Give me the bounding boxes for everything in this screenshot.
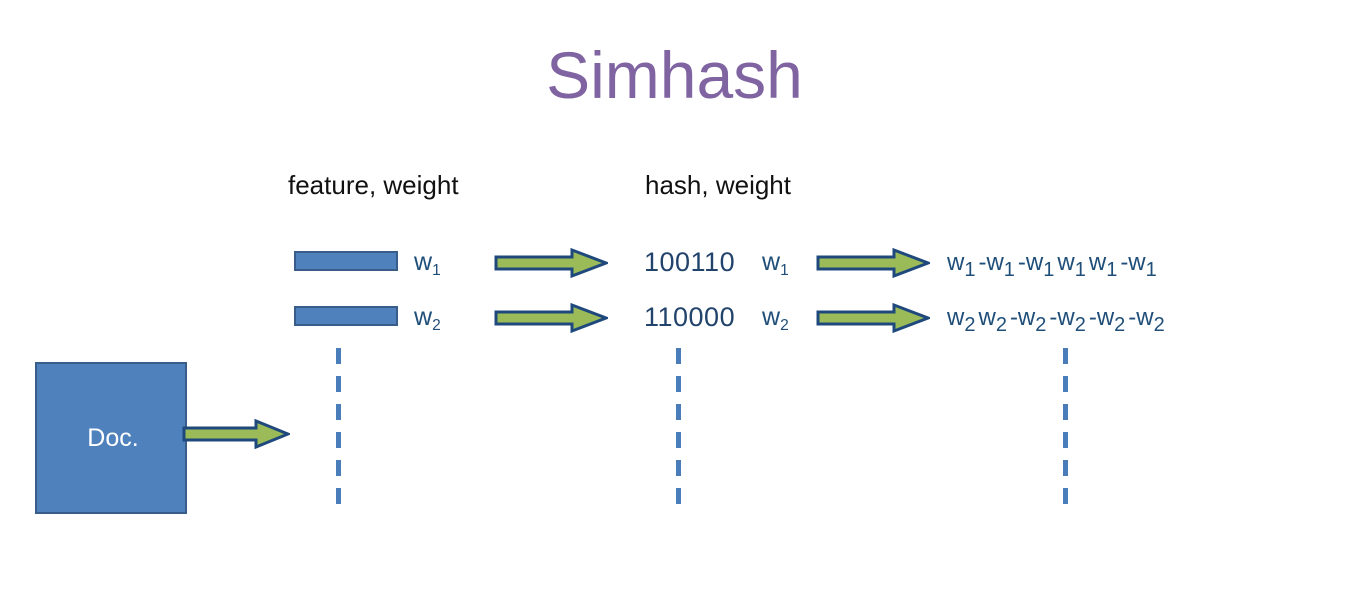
dashed-connector-signed [1063, 348, 1068, 516]
column-header-feature-weight: feature, weight [288, 170, 459, 200]
arrow-icon-doc-to-features [182, 418, 290, 450]
doc-box: Doc. [35, 362, 187, 514]
feature-weight-symbol-2: w [414, 303, 433, 331]
signed-term-subscript-1-4: 1 [1074, 258, 1086, 281]
hash-weight-symbol-2: w [762, 303, 781, 331]
dashed-connector-features [336, 348, 341, 516]
signed-term-subscript-1-3: 1 [1043, 258, 1055, 281]
hash-value-1: 100110 [644, 247, 736, 277]
signed-term-subscript-2-4: 2 [1074, 313, 1086, 336]
signed-term-1-1: w1 [947, 249, 976, 281]
signed-term-subscript-2-1: 2 [964, 313, 976, 336]
feature-bar-2 [294, 306, 398, 326]
signed-term-2-1: w2 [947, 304, 976, 336]
page-title: Simhash [546, 38, 803, 112]
feature-weight-symbol-1: w [414, 248, 433, 276]
signed-term-subscript-2-5: 2 [1114, 313, 1126, 336]
signed-term-2-2: w2 [978, 304, 1007, 336]
arrow-icon-feature-to-hash-2 [494, 302, 608, 334]
signed-term-2-3: -w2 [1009, 304, 1047, 336]
signed-term-subscript-1-5: 1 [1106, 258, 1118, 281]
signed-term-subscript-2-3: 2 [1035, 313, 1047, 336]
hash-weight-label-1: w1 [762, 248, 789, 279]
feature-weight-subscript-1: 1 [432, 262, 441, 280]
hash-weight-label-2: w2 [762, 303, 789, 334]
arrow-icon-hash-to-signed-2 [816, 302, 930, 334]
signed-term-2-5: -w2 [1088, 304, 1126, 336]
signed-term-1-3: -w1 [1017, 249, 1055, 281]
signed-term-subscript-1-6: 1 [1145, 258, 1157, 281]
arrow-icon-hash-to-signed-1 [816, 247, 930, 279]
signed-term-1-5: w1 [1088, 249, 1118, 281]
hash-value-2: 110000 [644, 302, 736, 332]
feature-bar-1 [294, 251, 398, 271]
hash-weight-symbol-1: w [762, 248, 781, 276]
signed-term-1-2: -w1 [978, 249, 1015, 281]
hash-weight-subscript-2: 2 [780, 317, 789, 335]
signed-term-2-4: -w2 [1049, 304, 1086, 336]
signed-term-subscript-2-6: 2 [1153, 313, 1165, 336]
hash-weight-subscript-1: 1 [780, 262, 789, 280]
signed-term-1-6: -w1 [1120, 249, 1157, 281]
signed-term-subscript-1-1: 1 [964, 258, 976, 281]
dashed-connector-hashes [676, 348, 681, 516]
feature-weight-subscript-2: 2 [432, 317, 441, 335]
feature-weight-label-2: w2 [414, 303, 441, 334]
signed-term-subscript-1-2: 1 [1003, 258, 1015, 281]
signed-term-2-6: -w2 [1128, 304, 1165, 336]
signed-term-1-4: w1 [1057, 249, 1086, 281]
feature-weight-label-1: w1 [414, 248, 441, 279]
doc-box-label: Doc. [87, 424, 139, 452]
signed-term-subscript-2-2: 2 [995, 313, 1007, 336]
column-header-hash-weight: hash, weight [645, 170, 791, 200]
arrow-icon-feature-to-hash-1 [494, 247, 608, 279]
